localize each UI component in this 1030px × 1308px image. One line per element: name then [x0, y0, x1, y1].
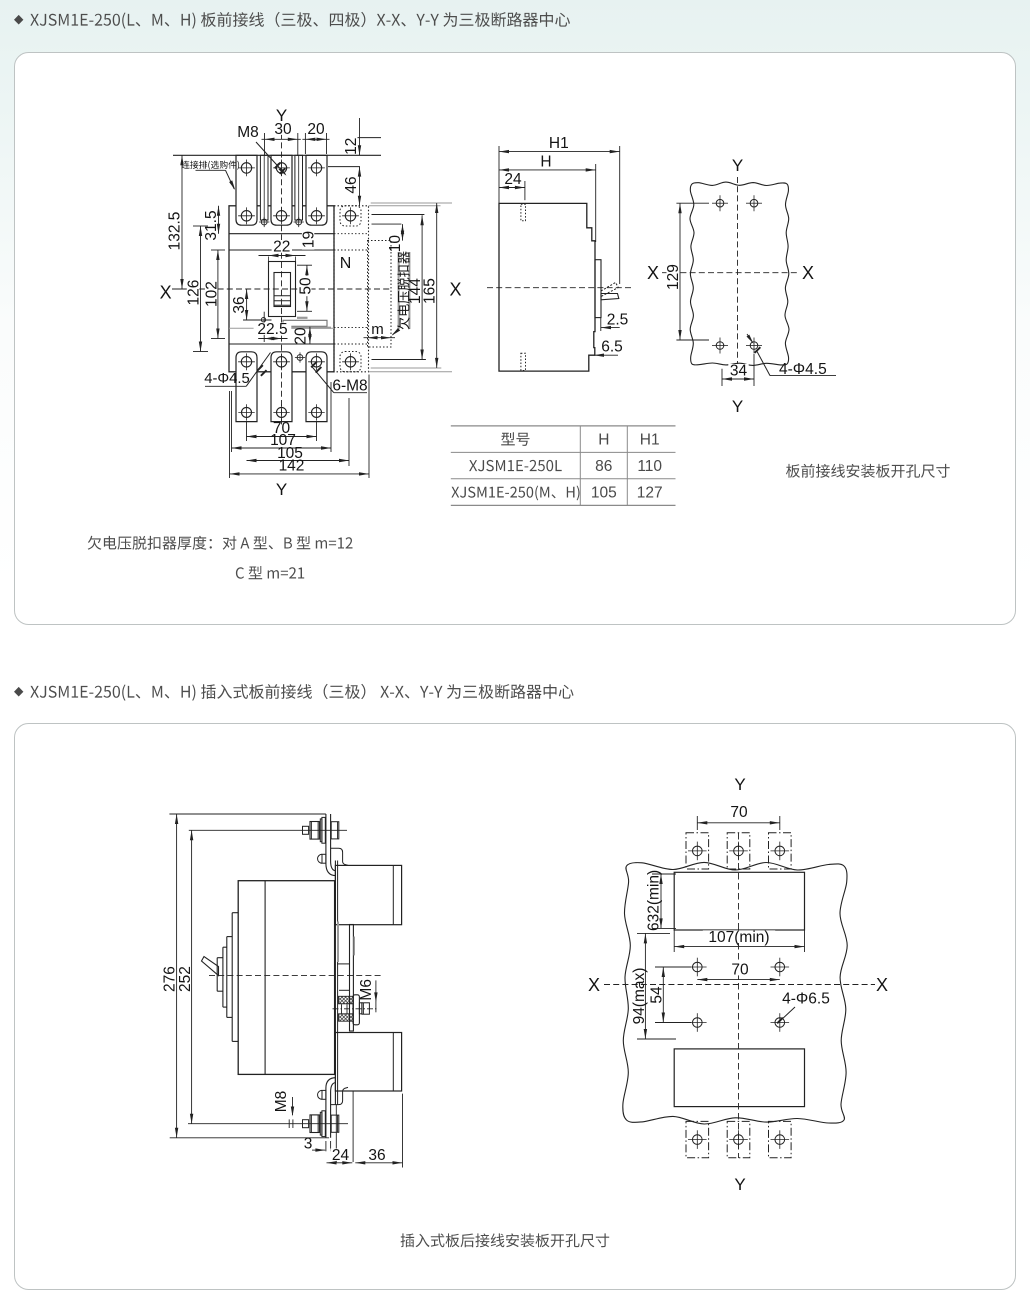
svg-text:Y: Y [276, 480, 287, 499]
svg-text:632(min): 632(min) [646, 870, 663, 931]
svg-text:X: X [802, 263, 814, 283]
svg-text:30: 30 [274, 121, 292, 138]
svg-text:N: N [340, 255, 352, 272]
svg-text:X: X [647, 263, 659, 283]
svg-text:22: 22 [273, 239, 290, 256]
svg-text:107: 107 [270, 432, 296, 449]
svg-text:105: 105 [591, 485, 617, 502]
svg-text:36: 36 [231, 296, 248, 313]
svg-text:70: 70 [273, 420, 291, 437]
svg-text:276: 276 [161, 966, 178, 992]
svg-text:10: 10 [387, 235, 404, 253]
svg-text:X: X [449, 280, 461, 300]
svg-text:22.5: 22.5 [257, 321, 287, 338]
svg-text:165: 165 [422, 278, 439, 304]
svg-text:105: 105 [277, 445, 303, 462]
svg-text:24: 24 [332, 1147, 350, 1164]
svg-text:126: 126 [185, 280, 202, 306]
svg-text:X: X [160, 283, 172, 303]
svg-text:4-Φ6.5: 4-Φ6.5 [782, 991, 830, 1008]
svg-text:86: 86 [595, 458, 612, 475]
svg-text:4-Φ4.5: 4-Φ4.5 [779, 361, 827, 378]
svg-text:252: 252 [177, 966, 194, 992]
svg-text:34: 34 [730, 363, 748, 380]
svg-text:50: 50 [298, 277, 315, 295]
svg-text:127: 127 [637, 485, 663, 502]
svg-text:H1: H1 [640, 432, 660, 449]
svg-text:12: 12 [343, 138, 360, 155]
svg-text:54: 54 [648, 986, 665, 1004]
svg-text:6.5: 6.5 [601, 339, 623, 356]
svg-text:Y: Y [732, 397, 743, 416]
svg-text:31.5: 31.5 [203, 210, 220, 240]
svg-text:110: 110 [637, 458, 662, 475]
svg-text:19: 19 [300, 231, 317, 248]
svg-text:46: 46 [343, 176, 360, 193]
svg-text:70: 70 [730, 804, 748, 821]
svg-text:132.5: 132.5 [167, 212, 184, 251]
svg-text:Y: Y [734, 775, 745, 794]
svg-text:M8: M8 [237, 124, 259, 141]
svg-text:20: 20 [307, 121, 325, 138]
svg-text:102: 102 [203, 281, 220, 307]
svg-text:H: H [598, 432, 609, 449]
svg-text:m: m [371, 321, 384, 338]
svg-text:94(max): 94(max) [631, 968, 648, 1025]
svg-text:H: H [540, 153, 551, 170]
svg-text:H1: H1 [549, 135, 569, 152]
svg-text:6-M8: 6-M8 [332, 378, 367, 395]
svg-text:3: 3 [304, 1136, 313, 1153]
svg-text:144: 144 [407, 278, 424, 304]
svg-text:129: 129 [665, 264, 682, 290]
svg-text:36: 36 [368, 1147, 385, 1164]
svg-text:X: X [588, 975, 600, 995]
svg-text:107(min): 107(min) [708, 929, 769, 946]
svg-text:Y: Y [734, 1175, 745, 1194]
svg-text:M8: M8 [273, 1091, 290, 1113]
svg-text:Y: Y [732, 156, 743, 175]
svg-text:M6: M6 [358, 979, 375, 1001]
svg-text:142: 142 [279, 458, 305, 475]
svg-text:4-Φ4.5: 4-Φ4.5 [204, 371, 250, 387]
svg-text:70: 70 [731, 962, 749, 979]
svg-text:X: X [876, 975, 888, 995]
svg-text:2.5: 2.5 [607, 312, 629, 329]
svg-text:20: 20 [292, 327, 309, 345]
svg-text:24: 24 [504, 171, 522, 188]
svg-text:Y: Y [276, 106, 287, 125]
